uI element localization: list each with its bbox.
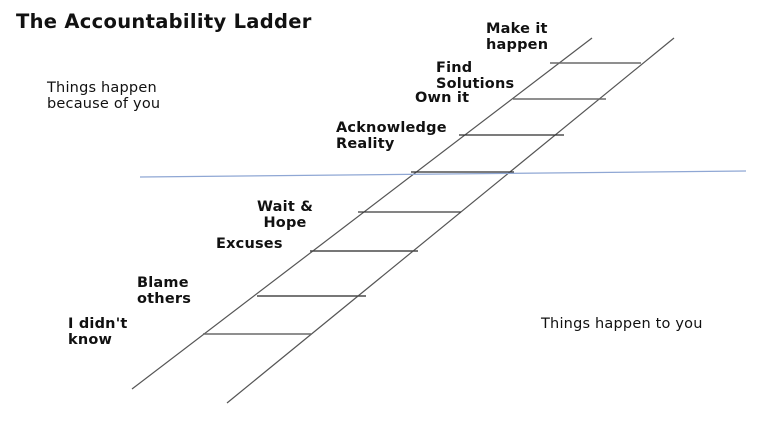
step-label-find-solutions: Find Solutions — [436, 60, 515, 93]
page-title: The Accountability Ladder — [16, 10, 312, 33]
zone-label-below-line: Things happen to you — [541, 316, 703, 332]
step-label-wait-and-hope: Wait & Hope — [257, 199, 314, 232]
step-label-i-didnt-know: I didn't know — [68, 316, 128, 349]
step-label-acknowledge-reality: Acknowledge Reality — [336, 120, 447, 153]
step-label-blame-others: Blame others — [137, 275, 192, 308]
ladder-left-rail — [131, 37, 593, 390]
zone-label-above-line: Things happen because of you — [47, 80, 161, 113]
step-label-make-it-happen: Make it happen — [486, 21, 549, 54]
accountability-divider-line — [139, 170, 747, 178]
step-label-excuses: Excuses — [216, 236, 283, 252]
step-label-own-it: Own it — [415, 90, 470, 106]
